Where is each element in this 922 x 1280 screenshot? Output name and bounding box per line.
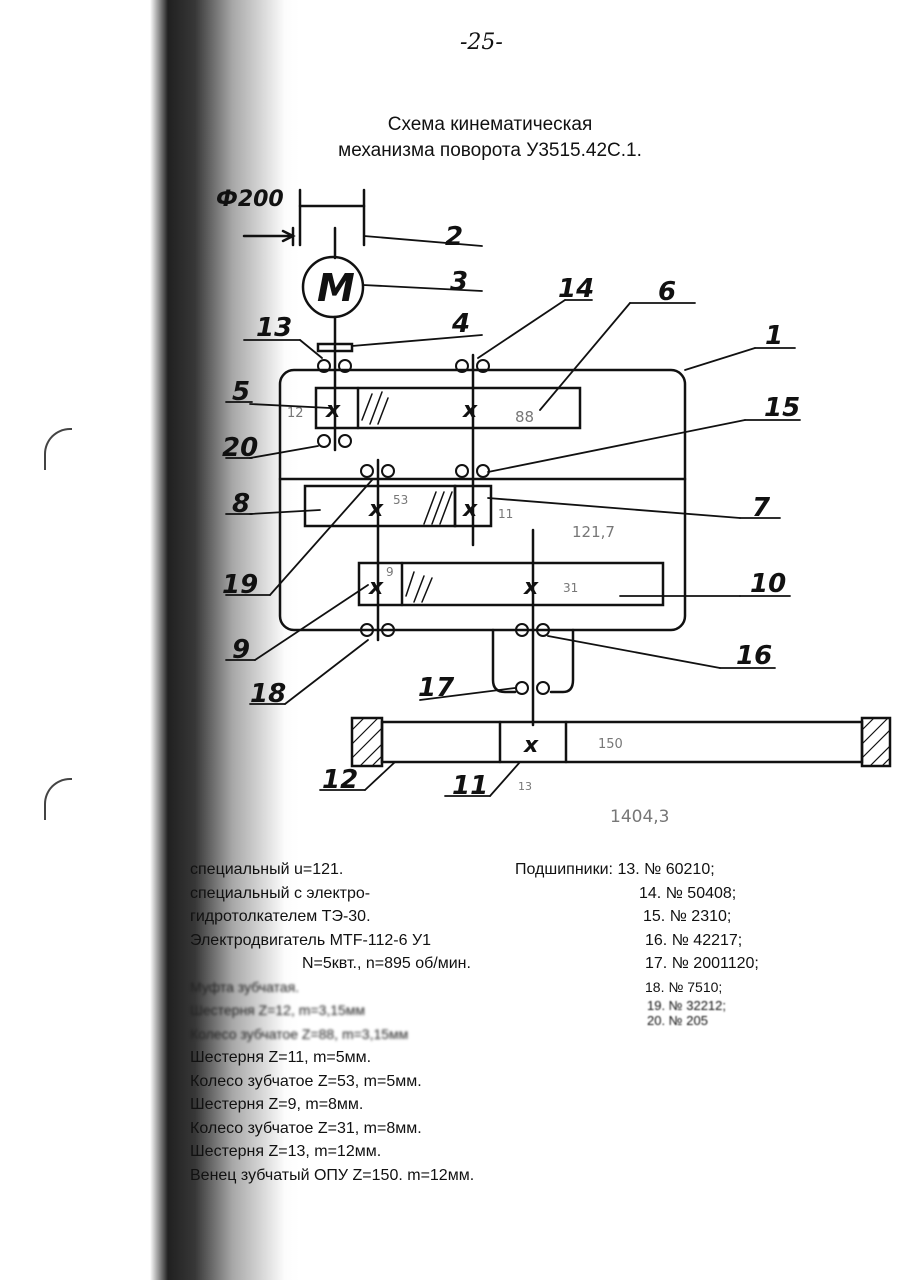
callout-9: 9 <box>232 635 250 665</box>
callout-5: 5 <box>232 377 250 407</box>
gear-5-cross: x <box>325 398 341 423</box>
gear-7 <box>453 484 493 528</box>
legend-item: Шестерня Z=9, m=8мм. <box>190 1096 364 1113</box>
gear-mesh-hatch <box>361 391 389 425</box>
bearing-19 <box>360 464 395 478</box>
bearing-item: 13. № 60210; <box>617 861 715 878</box>
pencil-note: 31 <box>563 581 578 595</box>
legend-item: Муфта зубчатая. <box>190 978 300 995</box>
bearing-item: 16. № 42217; <box>645 931 743 949</box>
gear-10-cross: x <box>523 575 539 600</box>
pencil-note: 12 <box>287 406 304 421</box>
pencil-note: 121,7 <box>572 523 615 541</box>
legend-item: Колесо зубчатое Z=88, m=3,15мм <box>190 1025 409 1042</box>
gear-7-cross: x <box>462 497 478 522</box>
callout-2: 2 <box>445 222 463 252</box>
callout-17: 17 <box>418 673 455 703</box>
legend-item: N=5квт., n=895 об/мин. <box>302 955 471 972</box>
bearing-item: 20. № 205 <box>647 1013 708 1028</box>
pencil-note: 88 <box>515 408 534 426</box>
support-hatch <box>350 716 384 768</box>
pinion-11-cross: x <box>523 733 539 758</box>
legend-item: Венец зубчатый ОПУ Z=150. m=12мм. <box>190 1166 475 1184</box>
bearing-20 <box>317 434 352 448</box>
bearings-label: Подшипники: <box>515 861 613 878</box>
page-number: -25- <box>460 30 503 55</box>
legend-list: специальный u=121. специальный с электро… <box>190 858 474 1187</box>
support-hatch <box>860 716 892 768</box>
title-line-2: механизма поворота У3515.42С.1. <box>338 140 642 161</box>
bearing-item: 17. № 2001120; <box>645 955 759 972</box>
bearing-item: 18. № 7510; <box>645 978 723 995</box>
callout-19: 19 <box>222 570 258 600</box>
callout-7: 7 <box>752 493 771 523</box>
callout-18: 18 <box>250 679 286 709</box>
callout-3: 3 <box>450 267 468 297</box>
gear-6 <box>314 386 582 430</box>
bearing-17 <box>515 681 550 695</box>
callout-4: 4 <box>451 309 470 339</box>
pencil-note: 53 <box>393 493 408 507</box>
legend-item: Шестерня Z=13, m=12мм. <box>190 1143 382 1160</box>
bearing-13 <box>317 359 352 373</box>
pencil-note: 13 <box>518 780 532 793</box>
motor-circle <box>301 255 365 319</box>
bearing-18 <box>360 623 395 637</box>
leader-lines <box>225 235 801 797</box>
gear-10 <box>357 561 665 607</box>
support-hatch-lines <box>351 717 891 767</box>
callout-1: 1 <box>765 321 783 351</box>
callout-15: 15 <box>764 393 800 423</box>
pencil-note: 11 <box>498 507 513 521</box>
motor-symbol: M <box>317 266 355 310</box>
page-title: Схема кинематическая механизма поворота … <box>270 112 710 164</box>
legend-item: Шестерня Z=12, m=3,15мм <box>190 1002 366 1018</box>
callout-10: 10 <box>750 569 786 599</box>
gear-8-cross: x <box>368 497 384 522</box>
legend-item: гидротолкателем ТЭ-30. <box>190 908 371 925</box>
callout-numbers: 2 3 4 13 14 6 1 5 15 20 8 7 19 10 9 16 1… <box>222 222 800 801</box>
legend-item: специальный u=121. <box>190 861 344 878</box>
legend-item: Колесо зубчатое Z=53, m=5мм. <box>190 1072 422 1090</box>
callout-16: 16 <box>736 641 772 671</box>
gearbox-housing <box>278 368 687 632</box>
bearing-item: 14. № 50408; <box>639 884 737 902</box>
gear-mesh-hatch <box>405 571 433 603</box>
scan-binding-shadow <box>150 0 300 1280</box>
pencil-note: 1404,3 <box>610 807 669 827</box>
pencil-note: 9 <box>386 565 394 579</box>
dimension-label: Ф200 <box>216 187 284 212</box>
gear-9-cross: x <box>368 575 384 600</box>
gear-6-cross: x <box>462 398 478 423</box>
callout-14: 14 <box>558 274 594 304</box>
gear-mesh-hatch <box>423 491 453 525</box>
legend-item: Шестерня Z=11, m=5мм. <box>190 1049 372 1066</box>
bearing-item: 19. № 32212; <box>647 998 727 1013</box>
callout-20: 20 <box>222 433 258 463</box>
bearings-list: Подшипники: 13. № 60210; 14. № 50408; 15… <box>515 858 759 1030</box>
output-bearing-housing <box>491 628 575 694</box>
callout-12: 12 <box>322 765 358 795</box>
legend-item: Колесо зубчатое Z=31, m=8мм. <box>190 1119 422 1137</box>
pencil-note: 150 <box>598 737 623 752</box>
kinematic-scheme: Ф200 M x <box>216 187 892 827</box>
bearing-14 <box>455 359 490 373</box>
legend-item: специальный с электро- <box>190 884 371 902</box>
title-line-1: Схема кинематическая <box>387 114 593 135</box>
bearings-row: Подшипники: 13. № 60210; <box>515 858 759 882</box>
bearing-item: 15. № 2310; <box>643 908 732 925</box>
callout-6: 6 <box>658 277 676 307</box>
callout-11: 11 <box>452 771 488 801</box>
legend-item: Электродвигатель МТF-112-6 У1 <box>190 931 432 949</box>
callout-8: 8 <box>232 489 250 519</box>
callout-13: 13 <box>256 313 292 343</box>
bearing-16 <box>515 623 550 637</box>
